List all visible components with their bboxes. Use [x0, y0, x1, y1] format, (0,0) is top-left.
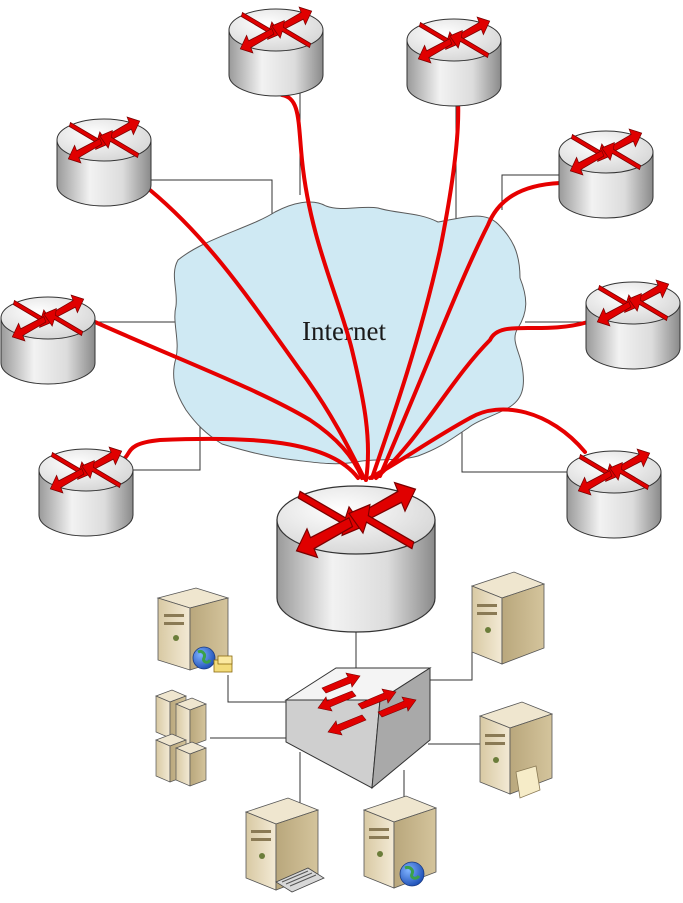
- connector-web-file-server: [227, 675, 292, 703]
- connector-upper-left: [150, 179, 273, 215]
- router-top-right[interactable]: [406, 16, 502, 107]
- red-link-upper-right: [378, 181, 562, 478]
- router-lower-left[interactable]: [38, 446, 134, 537]
- router-mid-right[interactable]: [585, 279, 681, 370]
- web-server[interactable]: [244, 797, 325, 893]
- connector-lower-left: [130, 420, 201, 471]
- red-link-top-left: [280, 93, 371, 482]
- red-link-mid-left: [93, 320, 364, 480]
- red-link-upper-left: [148, 188, 366, 480]
- connector-upper-right: [501, 174, 560, 210]
- printer-icon: [275, 867, 325, 893]
- internet-cloud: Internet: [173, 201, 527, 465]
- web-file-server[interactable]: [156, 587, 233, 673]
- core-router[interactable]: [276, 481, 436, 633]
- switch-arrows-icon: [317, 672, 417, 736]
- connector-lower-right: [461, 428, 570, 473]
- red-link-lower-left: [116, 436, 360, 480]
- router-lower-right[interactable]: [566, 448, 662, 539]
- red-link-lower-right: [368, 407, 587, 480]
- document-icon: [515, 765, 541, 799]
- router-upper-right[interactable]: [558, 128, 654, 219]
- servers: [155, 571, 554, 893]
- router-mid-left[interactable]: [0, 294, 96, 385]
- print-server[interactable]: [478, 701, 554, 799]
- folder-icon: [213, 655, 233, 673]
- tower-server-a[interactable]: [470, 571, 546, 665]
- red-links: [93, 93, 590, 482]
- router-upper-left[interactable]: [56, 116, 152, 207]
- tower-server-b[interactable]: [362, 795, 438, 889]
- lan-switch[interactable]: [284, 667, 432, 790]
- red-link-top-right: [370, 98, 461, 480]
- server-cluster[interactable]: [155, 689, 207, 787]
- red-link-mid-right: [374, 320, 590, 480]
- router-top-left[interactable]: [228, 6, 324, 97]
- edge-routers: [0, 6, 681, 539]
